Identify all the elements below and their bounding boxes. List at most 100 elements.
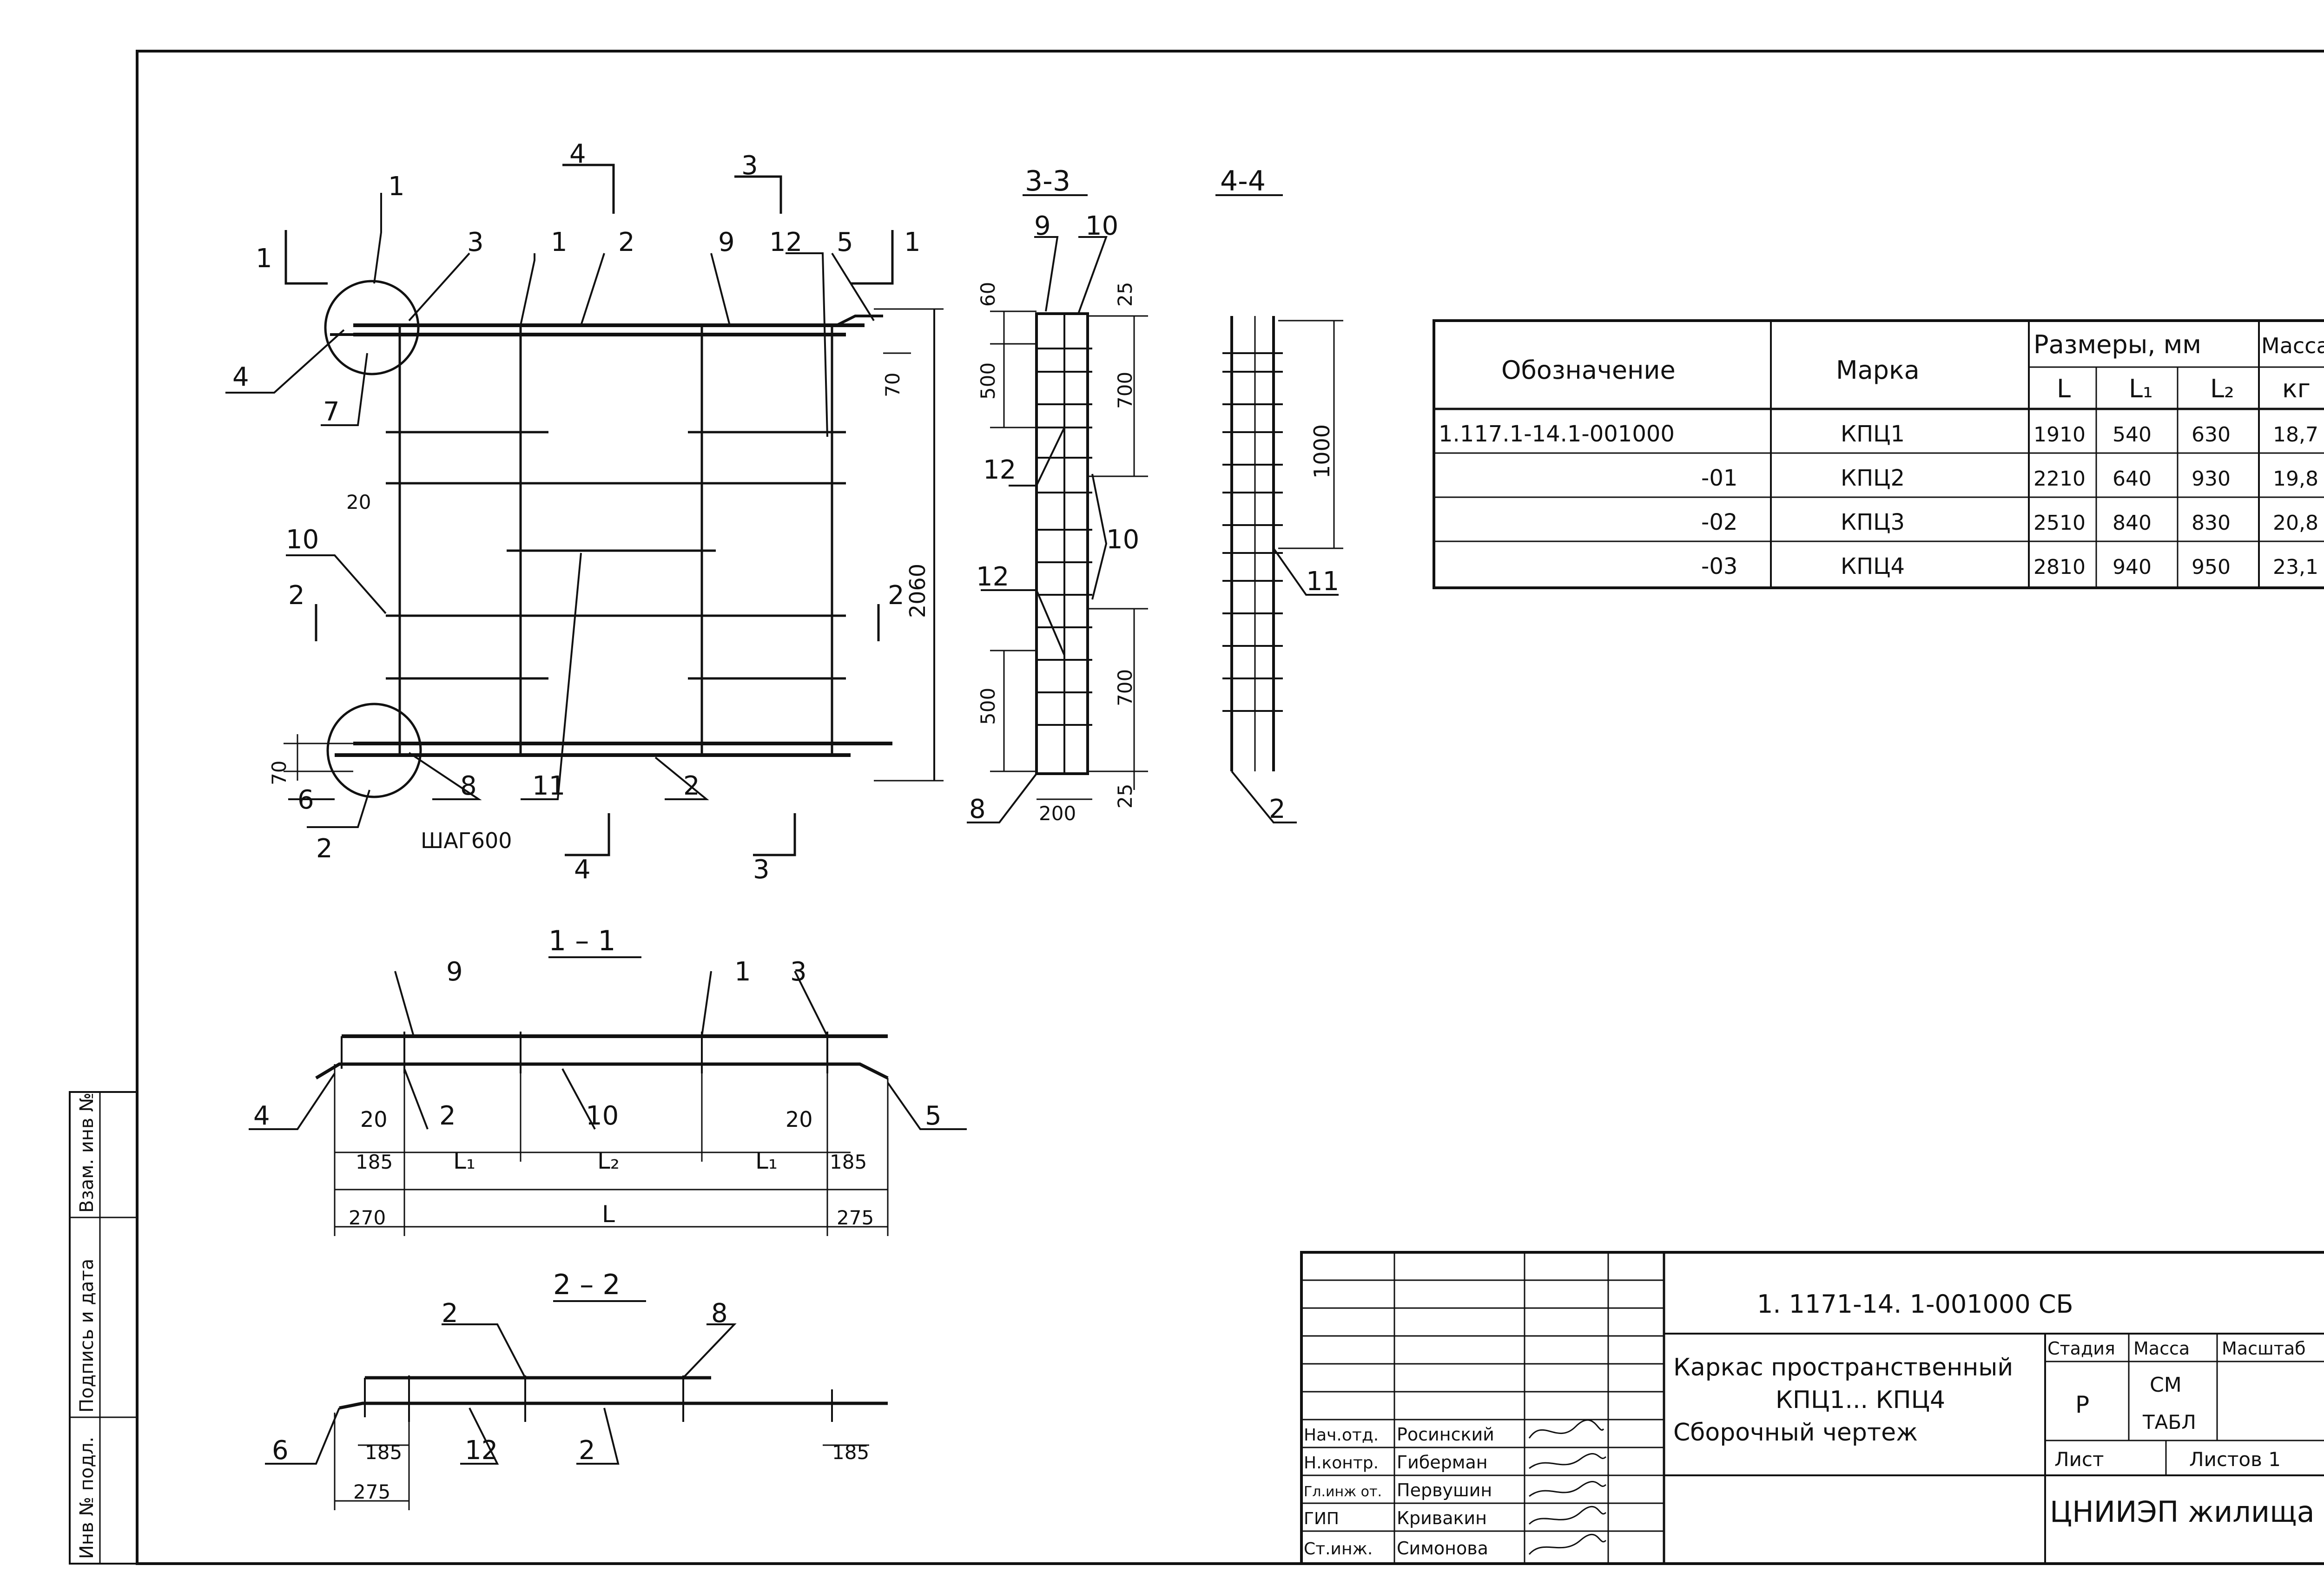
- svg-text:11: 11: [532, 771, 565, 801]
- svg-text:9: 9: [1034, 211, 1051, 241]
- svg-text:930: 930: [2192, 467, 2231, 491]
- svg-text:9: 9: [446, 957, 463, 987]
- side-stamp: [69, 1091, 138, 1565]
- table-row: -02: [1701, 509, 1737, 535]
- title-line-1: Каркас пространственный: [1673, 1354, 2013, 1381]
- section-3-3-labels: 3-3 9 10 12 10 12 8 60 500 25 700 500 70…: [969, 165, 1139, 825]
- svg-text:Нач.отд.: Нач.отд.: [1304, 1426, 1379, 1445]
- svg-text:4: 4: [253, 1101, 270, 1131]
- svg-text:1: 1: [388, 171, 405, 202]
- svg-text:КПЦ3: КПЦ3: [1841, 509, 1905, 535]
- svg-text:10: 10: [1106, 525, 1139, 555]
- spec-table: [1433, 319, 2324, 589]
- svg-text:2210: 2210: [2034, 467, 2086, 491]
- th-mass-unit: кг: [2282, 374, 2311, 403]
- plan-view: [225, 164, 944, 856]
- svg-text:Ст.инж.: Ст.инж.: [1304, 1539, 1373, 1559]
- svg-text:Гиберман: Гиберман: [1397, 1452, 1488, 1473]
- svg-text:Лист: Лист: [2054, 1448, 2104, 1471]
- svg-text:630: 630: [2192, 423, 2231, 447]
- svg-text:2: 2: [683, 771, 700, 801]
- svg-text:2810: 2810: [2034, 555, 2086, 579]
- svg-text:3: 3: [753, 855, 770, 885]
- svg-text:Гл.инж от.: Гл.инж от.: [1304, 1484, 1382, 1500]
- svg-text:4-4: 4-4: [1220, 165, 1266, 197]
- svg-text:185: 185: [365, 1441, 402, 1464]
- section-2-2: [265, 1300, 888, 1510]
- svg-text:КПЦ2: КПЦ2: [1841, 465, 1905, 491]
- th-L2: L₂: [2210, 374, 2234, 403]
- svg-text:2060: 2060: [905, 564, 930, 618]
- svg-text:2: 2: [316, 834, 333, 864]
- svg-text:2: 2: [579, 1435, 595, 1466]
- svg-text:Симонова: Симонова: [1397, 1538, 1488, 1559]
- section-4-4: [1215, 194, 1343, 823]
- signature: [1529, 1453, 1607, 1469]
- svg-text:3: 3: [741, 151, 758, 181]
- table-row: -03: [1701, 553, 1737, 579]
- signature: [1528, 1419, 1604, 1439]
- svg-text:3: 3: [790, 957, 807, 987]
- svg-text:25: 25: [1114, 282, 1136, 307]
- svg-text:20: 20: [360, 1107, 388, 1132]
- svg-text:10: 10: [586, 1101, 619, 1131]
- svg-text:20,8: 20,8: [2273, 511, 2318, 535]
- signature: [1529, 1481, 1607, 1497]
- svg-text:1: 1: [904, 227, 921, 257]
- svg-text:60: 60: [977, 282, 999, 307]
- th-L: L: [2057, 374, 2071, 403]
- svg-text:11: 11: [1306, 566, 1339, 597]
- svg-text:12: 12: [983, 455, 1016, 485]
- drawing-code: 1. 1171-14. 1-001000 СБ: [1757, 1289, 2073, 1319]
- svg-text:70: 70: [268, 761, 290, 785]
- th-L1: L₁: [2129, 374, 2153, 403]
- svg-text:940: 940: [2113, 555, 2152, 579]
- svg-text:950: 950: [2192, 555, 2231, 579]
- svg-text:3-3: 3-3: [1025, 165, 1070, 197]
- table-row: -01: [1701, 465, 1737, 491]
- svg-text:Стадия: Стадия: [2047, 1338, 2115, 1359]
- side-sign-date: Подпись и дата: [76, 1259, 98, 1413]
- svg-text:2: 2: [618, 227, 635, 257]
- svg-text:1910: 1910: [2034, 423, 2086, 447]
- svg-text:1: 1: [734, 957, 751, 987]
- svg-text:20: 20: [786, 1107, 813, 1132]
- svg-text:6: 6: [272, 1435, 289, 1466]
- svg-text:L₁: L₁: [453, 1147, 475, 1174]
- svg-text:275: 275: [353, 1480, 390, 1503]
- svg-text:2510: 2510: [2034, 511, 2086, 535]
- th-mass: Масса,: [2261, 333, 2324, 358]
- svg-text:640: 640: [2113, 467, 2152, 491]
- organization: ЦНИИЭП жилища: [2050, 1495, 2315, 1529]
- section-1-1-labels: 1 – 1 9 1 3 4 2 10 5 20 20 185 L₁ L₂ L₁ …: [253, 925, 942, 1229]
- svg-text:25: 25: [1114, 784, 1136, 809]
- svg-text:Н.контр.: Н.контр.: [1304, 1454, 1379, 1473]
- svg-text:2 – 2: 2 – 2: [553, 1269, 621, 1301]
- title-block: [1300, 1251, 2324, 1565]
- svg-text:СМ: СМ: [2150, 1373, 2182, 1397]
- svg-text:2: 2: [442, 1298, 458, 1329]
- svg-text:200: 200: [1039, 802, 1076, 825]
- svg-text:10: 10: [286, 525, 319, 555]
- svg-text:12: 12: [769, 227, 802, 257]
- section-2-2-labels: 2 – 2 2 8 6 12 2 185 185 275: [272, 1269, 869, 1503]
- svg-text:5: 5: [837, 227, 853, 257]
- table-row: 1.117.1-14.1-001000: [1439, 421, 1675, 447]
- svg-text:КПЦ4: КПЦ4: [1841, 553, 1905, 579]
- svg-text:500: 500: [977, 362, 999, 400]
- svg-text:Листов 1: Листов 1: [2189, 1448, 2281, 1471]
- svg-text:2: 2: [439, 1101, 456, 1131]
- svg-text:7: 7: [323, 397, 340, 427]
- svg-text:L₁: L₁: [755, 1147, 778, 1174]
- svg-text:1: 1: [256, 243, 272, 274]
- svg-text:8: 8: [969, 794, 986, 824]
- svg-text:3: 3: [467, 227, 484, 257]
- title-line-3: Сборочный чертеж: [1673, 1419, 1918, 1447]
- svg-text:270: 270: [349, 1206, 386, 1229]
- svg-text:Кривакин: Кривакин: [1397, 1508, 1487, 1528]
- svg-text:275: 275: [837, 1206, 874, 1229]
- svg-text:2: 2: [1269, 794, 1286, 824]
- svg-text:500: 500: [977, 688, 999, 725]
- signature: [1528, 1506, 1607, 1525]
